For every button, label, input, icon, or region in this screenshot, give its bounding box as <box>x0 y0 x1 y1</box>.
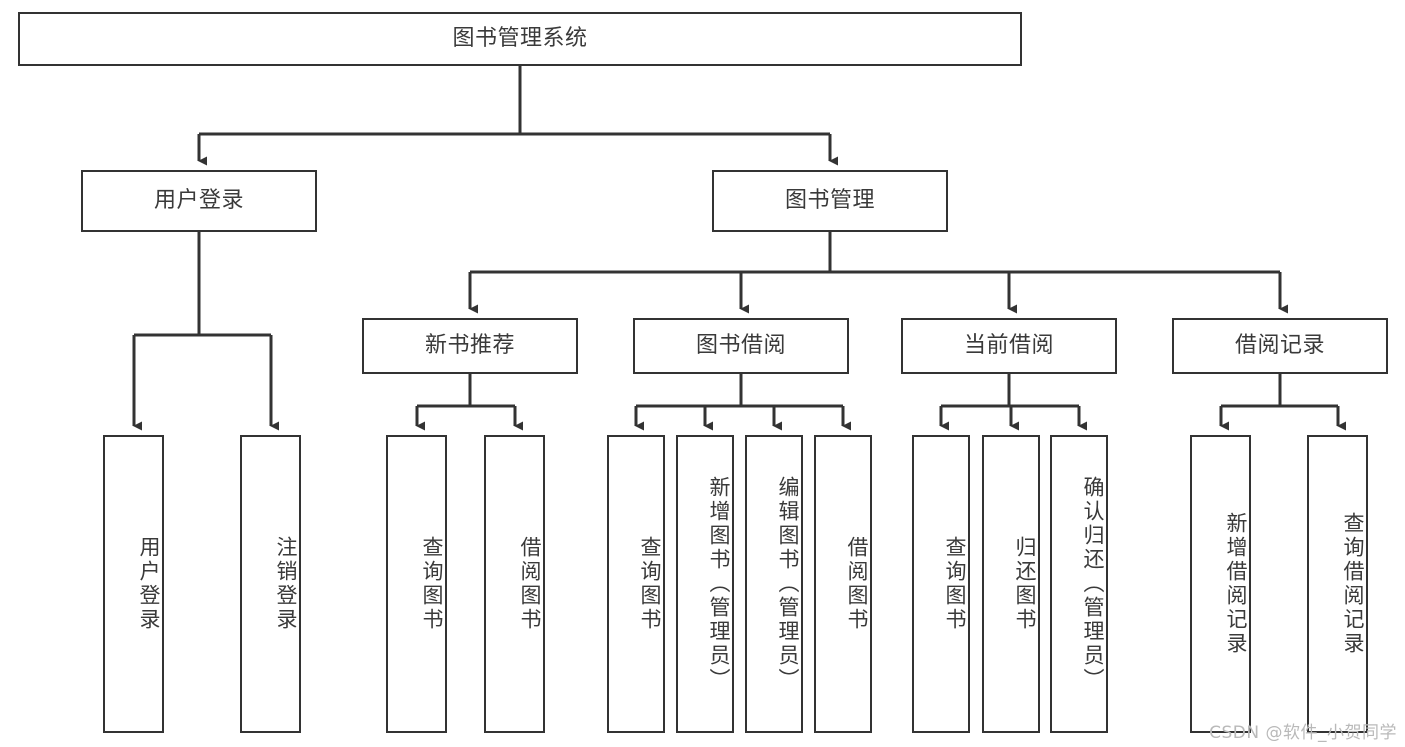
node-root-label: 图书管理系统 <box>452 25 588 51</box>
node-new-book-recommend[interactable]: 新书推荐 <box>362 318 578 374</box>
leaf-borrow-books-new[interactable]: 借阅图书 <box>484 435 545 733</box>
leaf-label: 归还图书 <box>1013 536 1037 632</box>
leaf-add-book-admin[interactable]: 新增图书（管理员） <box>676 435 734 733</box>
leaf-query-books-current[interactable]: 查询图书 <box>912 435 970 733</box>
leaf-query-borrow-record[interactable]: 查询借阅记录 <box>1307 435 1368 733</box>
leaf-label: 确认归还（管理员） <box>1081 476 1105 692</box>
leaf-label: 查询图书 <box>420 536 444 632</box>
node-root[interactable]: 图书管理系统 <box>18 12 1022 66</box>
leaf-confirm-return-admin[interactable]: 确认归还（管理员） <box>1050 435 1108 733</box>
node-current-borrow-label: 当前借阅 <box>963 332 1054 358</box>
leaf-label: 用户登录 <box>137 536 161 632</box>
leaf-query-books-borrow[interactable]: 查询图书 <box>607 435 665 733</box>
leaf-label: 编辑图书（管理员） <box>776 476 800 692</box>
node-borrow-records-label: 借阅记录 <box>1234 332 1325 358</box>
leaf-label: 查询借阅记录 <box>1341 512 1365 656</box>
node-current-borrow[interactable]: 当前借阅 <box>901 318 1117 374</box>
leaf-label: 查询图书 <box>638 536 662 632</box>
node-new-book-recommend-label: 新书推荐 <box>424 332 515 358</box>
leaf-logout[interactable]: 注销登录 <box>240 435 301 733</box>
node-user-login[interactable]: 用户登录 <box>81 170 317 232</box>
leaf-borrow-book[interactable]: 借阅图书 <box>814 435 872 733</box>
leaf-label: 新增图书（管理员） <box>707 476 731 692</box>
leaf-user-login[interactable]: 用户登录 <box>103 435 164 733</box>
watermark: CSDN @软件_小贺同学 <box>1209 723 1397 743</box>
node-user-login-label: 用户登录 <box>153 187 244 213</box>
leaf-query-books-new[interactable]: 查询图书 <box>386 435 447 733</box>
node-book-management-label: 图书管理 <box>784 187 875 213</box>
leaf-label: 借阅图书 <box>518 536 542 632</box>
node-book-management[interactable]: 图书管理 <box>712 170 948 232</box>
leaf-label: 新增借阅记录 <box>1224 512 1248 656</box>
node-borrow-records[interactable]: 借阅记录 <box>1172 318 1388 374</box>
leaf-label: 注销登录 <box>274 536 298 632</box>
leaf-edit-book-admin[interactable]: 编辑图书（管理员） <box>745 435 803 733</box>
leaf-label: 借阅图书 <box>845 536 869 632</box>
leaf-add-borrow-record[interactable]: 新增借阅记录 <box>1190 435 1251 733</box>
leaf-return-book[interactable]: 归还图书 <box>982 435 1040 733</box>
node-book-borrow[interactable]: 图书借阅 <box>633 318 849 374</box>
leaf-label: 查询图书 <box>943 536 967 632</box>
node-book-borrow-label: 图书借阅 <box>695 332 786 358</box>
